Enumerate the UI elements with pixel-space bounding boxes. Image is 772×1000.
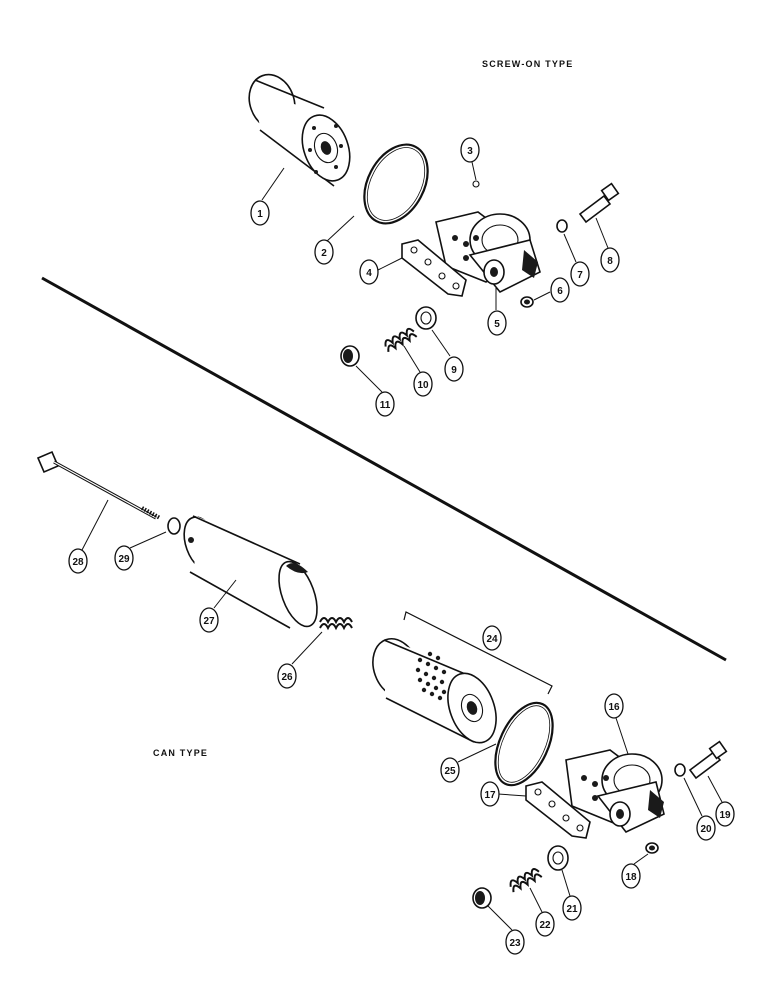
filter-element-screw-on [248, 73, 351, 187]
svg-text:27: 27 [203, 616, 215, 627]
can-type-label: CAN TYPE [153, 748, 208, 758]
center-bolt-can [36, 450, 161, 520]
filter-head-can [565, 749, 665, 833]
svg-text:5: 5 [494, 319, 500, 330]
valve-seat-screw-on [415, 306, 437, 330]
svg-text:3: 3 [467, 146, 473, 157]
callout-2: 9 [444, 356, 464, 382]
washer-can-head [674, 763, 686, 777]
check-ball-screw-on [472, 180, 480, 188]
callout-1: 5 [487, 310, 507, 336]
callout-27: 27 [199, 607, 219, 633]
svg-text:18: 18 [625, 872, 637, 883]
callout-3: 10 [413, 371, 433, 397]
callout-11: 2 [314, 239, 334, 265]
svg-text:17: 17 [484, 790, 496, 801]
spring-screw-on [384, 327, 418, 352]
callout-28: 28 [68, 548, 88, 574]
spring-can-valve [509, 868, 543, 893]
callout-22: 22 [535, 911, 555, 937]
cap-screw-screw-on [578, 182, 620, 224]
screw-on-type-label: SCREW-ON TYPE [482, 59, 573, 69]
o-ring-gasket-screw-on [363, 143, 429, 225]
section-divider-line [41, 276, 727, 662]
callout-26: 26 [277, 663, 297, 689]
callout-6: 3 [460, 137, 480, 163]
cap-screw-can [688, 740, 728, 780]
spring-can [319, 617, 353, 631]
o-ring-gasket-can [494, 701, 554, 787]
svg-text:6: 6 [557, 286, 563, 297]
callout-20: 20 [696, 815, 716, 841]
washer-screw-on [556, 219, 568, 233]
svg-text:9: 9 [451, 365, 457, 376]
svg-text:26: 26 [281, 672, 293, 683]
filter-can-shell [183, 515, 318, 629]
svg-text:25: 25 [444, 766, 456, 777]
callout-9: 8 [600, 247, 620, 273]
pipe-plug-can [645, 842, 659, 854]
callout-5: 6 [550, 277, 570, 303]
svg-text:20: 20 [700, 824, 712, 835]
svg-text:2: 2 [321, 248, 327, 259]
svg-text:10: 10 [417, 380, 429, 391]
callout-17: 17 [480, 781, 500, 807]
svg-text:22: 22 [539, 920, 551, 931]
callout-16: 16 [604, 693, 624, 719]
svg-text:19: 19 [719, 810, 731, 821]
callouts: 1 2 3 4 5 6 7 8 9 10 11 16 17 [68, 137, 735, 955]
callout-23: 23 [505, 929, 525, 955]
callout-10: 1 [250, 200, 270, 226]
svg-text:28: 28 [72, 557, 84, 568]
callout-24: 24 [482, 625, 502, 651]
svg-text:21: 21 [566, 904, 578, 915]
callout-29: 29 [114, 545, 134, 571]
callout-21: 21 [562, 895, 582, 921]
svg-text:4: 4 [366, 268, 372, 279]
filter-head-screw-on [435, 211, 541, 294]
svg-text:16: 16 [608, 702, 620, 713]
mounting-gasket-can [525, 781, 591, 839]
filter-element-can [372, 611, 553, 744]
svg-text:7: 7 [577, 270, 583, 281]
svg-text:23: 23 [509, 938, 521, 949]
svg-text:24: 24 [486, 634, 498, 645]
callout-4: 11 [375, 391, 395, 417]
callout-19: 19 [715, 801, 735, 827]
bypass-valve-can [472, 887, 492, 909]
washer-can [167, 517, 181, 535]
callout-18: 18 [621, 863, 641, 889]
callout-8: 7 [570, 261, 590, 287]
callout-7: 4 [359, 259, 379, 285]
valve-seat-can [547, 845, 569, 871]
svg-text:1: 1 [257, 209, 263, 220]
svg-text:11: 11 [380, 400, 391, 411]
callout-25: 25 [440, 757, 460, 783]
svg-text:8: 8 [607, 256, 613, 267]
bypass-valve-screw-on [340, 345, 360, 367]
pipe-plug-screw-on [520, 296, 534, 308]
svg-text:29: 29 [118, 554, 130, 565]
